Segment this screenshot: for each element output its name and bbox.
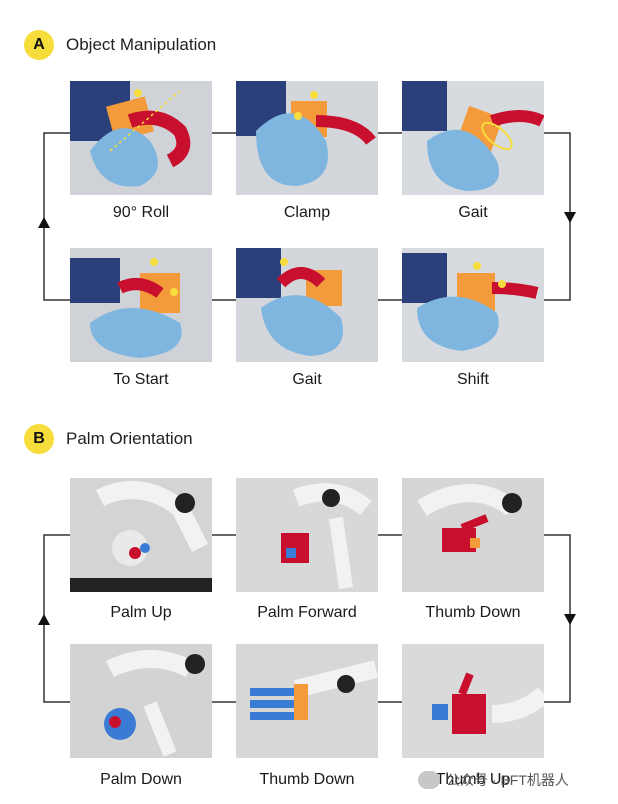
photo-gait-2 bbox=[236, 248, 378, 362]
section-b-badge: B bbox=[24, 424, 54, 454]
caption-palm-up: Palm Up bbox=[110, 604, 172, 621]
section-b-header: B Palm Orientation bbox=[24, 424, 193, 454]
caption-palm-forward: Palm Forward bbox=[257, 604, 357, 621]
caption-thumb-down-1: Thumb Down bbox=[425, 604, 521, 621]
watermark-text: 公众号 · BFT机器人 bbox=[446, 772, 569, 788]
section-a-title: Object Manipulation bbox=[66, 35, 217, 54]
wechat-icon bbox=[418, 771, 440, 789]
photo-shift bbox=[402, 248, 544, 362]
photo-90-roll bbox=[70, 81, 212, 195]
photo-thumb-up bbox=[402, 644, 544, 758]
photo-thumb-down-1 bbox=[402, 478, 544, 592]
photo-palm-up bbox=[70, 478, 212, 592]
caption-shift: Shift bbox=[456, 371, 489, 388]
caption-thumb-up: Thumb Up bbox=[435, 771, 511, 788]
photo-to-start bbox=[70, 248, 212, 362]
watermark: 公众号 · BFT机器人 bbox=[418, 770, 569, 790]
caption-palm-down: Palm Down bbox=[100, 771, 182, 788]
section-b-title: Palm Orientation bbox=[66, 429, 193, 448]
caption-gait-1: Gait bbox=[458, 204, 488, 221]
photo-clamp bbox=[236, 81, 378, 195]
photo-gait-1 bbox=[402, 81, 544, 195]
caption-to-start: To Start bbox=[113, 371, 169, 388]
section-a-header: A Object Manipulation bbox=[24, 30, 216, 60]
photo-palm-forward bbox=[236, 478, 378, 592]
section-a-badge: A bbox=[24, 30, 54, 60]
photo-thumb-down-2 bbox=[236, 644, 378, 758]
caption-thumb-down-2: Thumb Down bbox=[259, 771, 355, 788]
photo-palm-down bbox=[70, 644, 212, 758]
caption-clamp: Clamp bbox=[283, 204, 331, 221]
caption-gait-2: Gait bbox=[292, 371, 322, 388]
caption-90-roll: 90° Roll bbox=[112, 204, 170, 221]
